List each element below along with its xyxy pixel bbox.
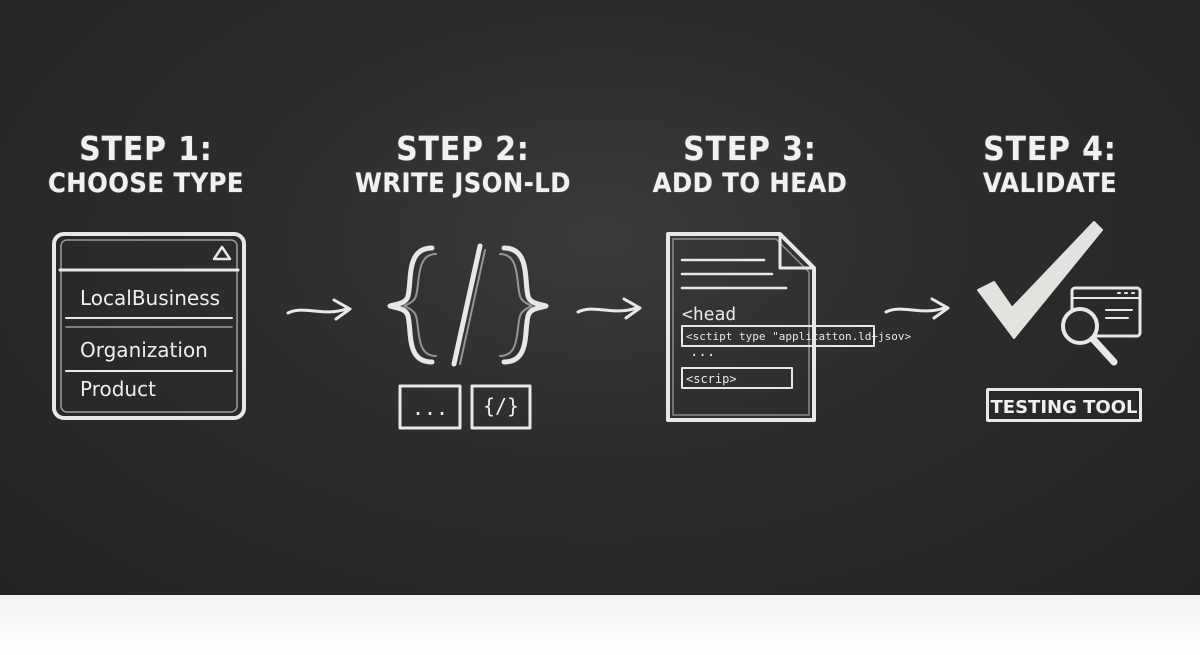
list-item-organization[interactable]: Organization	[80, 338, 208, 362]
step-3-title: ADD TO HEAD	[652, 167, 848, 199]
step-4-heading: STEP 4: VALIDATE	[910, 130, 1190, 199]
step-1-title: CHOOSE TYPE	[47, 167, 245, 199]
magnifier-icon	[1061, 307, 1118, 366]
script-open-tag: <sctipt type "applicatton.ld+jsov>	[686, 330, 912, 343]
code-ellipsis: ...	[690, 344, 716, 360]
step-1-heading: STEP 1: CHOOSE TYPE	[6, 130, 286, 199]
step-2-label: STEP 2:	[396, 129, 530, 168]
testing-tool-button[interactable]: TESTING TOOL	[986, 388, 1142, 422]
head-tag: <head	[682, 304, 737, 325]
step-2-heading: STEP 2: WRITE JSON-LD	[323, 130, 603, 199]
checkmark-icon	[977, 221, 1103, 339]
code-box	[470, 384, 532, 430]
code-box-text: {/}	[482, 394, 520, 418]
step-2-title: WRITE JSON-LD	[355, 167, 571, 199]
step-3-label: STEP 3:	[683, 129, 817, 168]
step-4-title: VALIDATE	[982, 167, 1118, 199]
document-icon	[666, 232, 875, 422]
step-1-label: STEP 1:	[79, 129, 213, 168]
list-item-localbusiness[interactable]: LocalBusiness	[80, 286, 221, 310]
arrow-right-icon	[884, 297, 950, 320]
dropdown-arrow-icon[interactable]	[212, 245, 232, 262]
code-braces-icon	[387, 243, 549, 367]
bottom-margin	[0, 595, 1200, 655]
ellipsis-box	[398, 384, 462, 430]
script-close-tag: <scrip>	[686, 372, 737, 386]
step-4-label: STEP 4:	[983, 129, 1117, 168]
list-item-product[interactable]: Product	[80, 377, 156, 401]
chalkboard: STEP 1: CHOOSE TYPE STEP 2: WRITE JSON-L…	[0, 0, 1200, 595]
step-3-heading: STEP 3: ADD TO HEAD	[610, 130, 890, 199]
arrow-right-icon	[286, 298, 352, 321]
arrow-right-icon	[576, 297, 642, 320]
ellipsis-box-text: ...	[411, 396, 449, 420]
step-1-dropdown-frame	[52, 232, 246, 420]
